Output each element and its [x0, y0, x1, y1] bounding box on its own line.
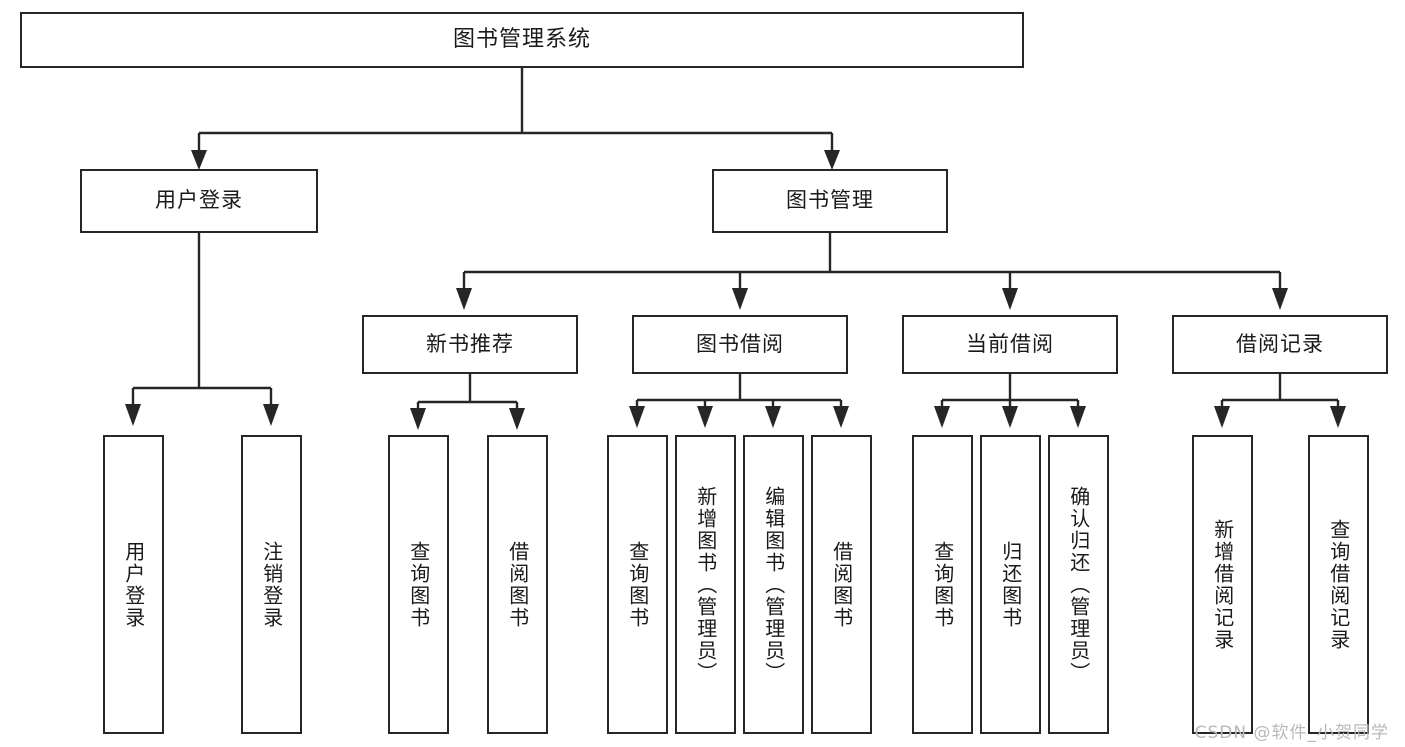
- node-label: 注销登录: [259, 540, 284, 629]
- node-current-borrow[interactable]: 当前借阅: [902, 315, 1118, 374]
- leaf-book-borrow-borrow[interactable]: 借阅图书: [811, 435, 872, 734]
- node-label: 用户登录: [121, 540, 146, 629]
- node-label: 新增借阅记录: [1210, 518, 1235, 651]
- node-label: 查询借阅记录: [1326, 518, 1351, 651]
- node-label: 图书管理系统: [452, 26, 591, 52]
- watermark: CSDN @软件_小贺同学: [1194, 723, 1389, 743]
- node-label: 新书推荐: [426, 331, 514, 356]
- leaf-current-borrow-return[interactable]: 归还图书: [980, 435, 1041, 734]
- leaf-book-borrow-add[interactable]: 新增图书（管理员）: [675, 435, 736, 734]
- leaf-book-borrow-query[interactable]: 查询图书: [607, 435, 668, 734]
- node-label: 查询图书: [930, 540, 955, 629]
- node-label: 借阅记录: [1236, 331, 1324, 356]
- leaf-borrow-record-query[interactable]: 查询借阅记录: [1308, 435, 1369, 734]
- node-root-system[interactable]: 图书管理系统: [20, 12, 1024, 68]
- node-borrow-record[interactable]: 借阅记录: [1172, 315, 1388, 374]
- node-label: 归还图书: [998, 540, 1023, 629]
- node-label: 查询图书: [625, 540, 650, 629]
- node-book-management[interactable]: 图书管理: [712, 169, 948, 233]
- leaf-new-book-query[interactable]: 查询图书: [388, 435, 449, 734]
- node-label: 借阅图书: [829, 540, 854, 629]
- node-label: 用户登录: [155, 188, 243, 213]
- node-label: 图书管理: [786, 188, 874, 213]
- leaf-current-borrow-confirm[interactable]: 确认归还（管理员）: [1048, 435, 1109, 734]
- leaf-new-book-borrow[interactable]: 借阅图书: [487, 435, 548, 734]
- node-user-login[interactable]: 用户登录: [80, 169, 318, 233]
- leaf-borrow-record-add[interactable]: 新增借阅记录: [1192, 435, 1253, 734]
- leaf-user-login-login[interactable]: 用户登录: [103, 435, 164, 734]
- node-label: 新增图书（管理员）: [693, 485, 718, 684]
- node-label: 图书借阅: [696, 331, 784, 356]
- node-new-book-recommend[interactable]: 新书推荐: [362, 315, 578, 374]
- leaf-user-login-logout[interactable]: 注销登录: [241, 435, 302, 734]
- node-label: 查询图书: [406, 540, 431, 629]
- node-label: 当前借阅: [966, 331, 1054, 356]
- node-label: 编辑图书（管理员）: [761, 485, 786, 684]
- node-label: 确认归还（管理员）: [1066, 485, 1091, 684]
- leaf-book-borrow-edit[interactable]: 编辑图书（管理员）: [743, 435, 804, 734]
- leaf-current-borrow-query[interactable]: 查询图书: [912, 435, 973, 734]
- node-book-borrow[interactable]: 图书借阅: [632, 315, 848, 374]
- node-label: 借阅图书: [505, 540, 530, 629]
